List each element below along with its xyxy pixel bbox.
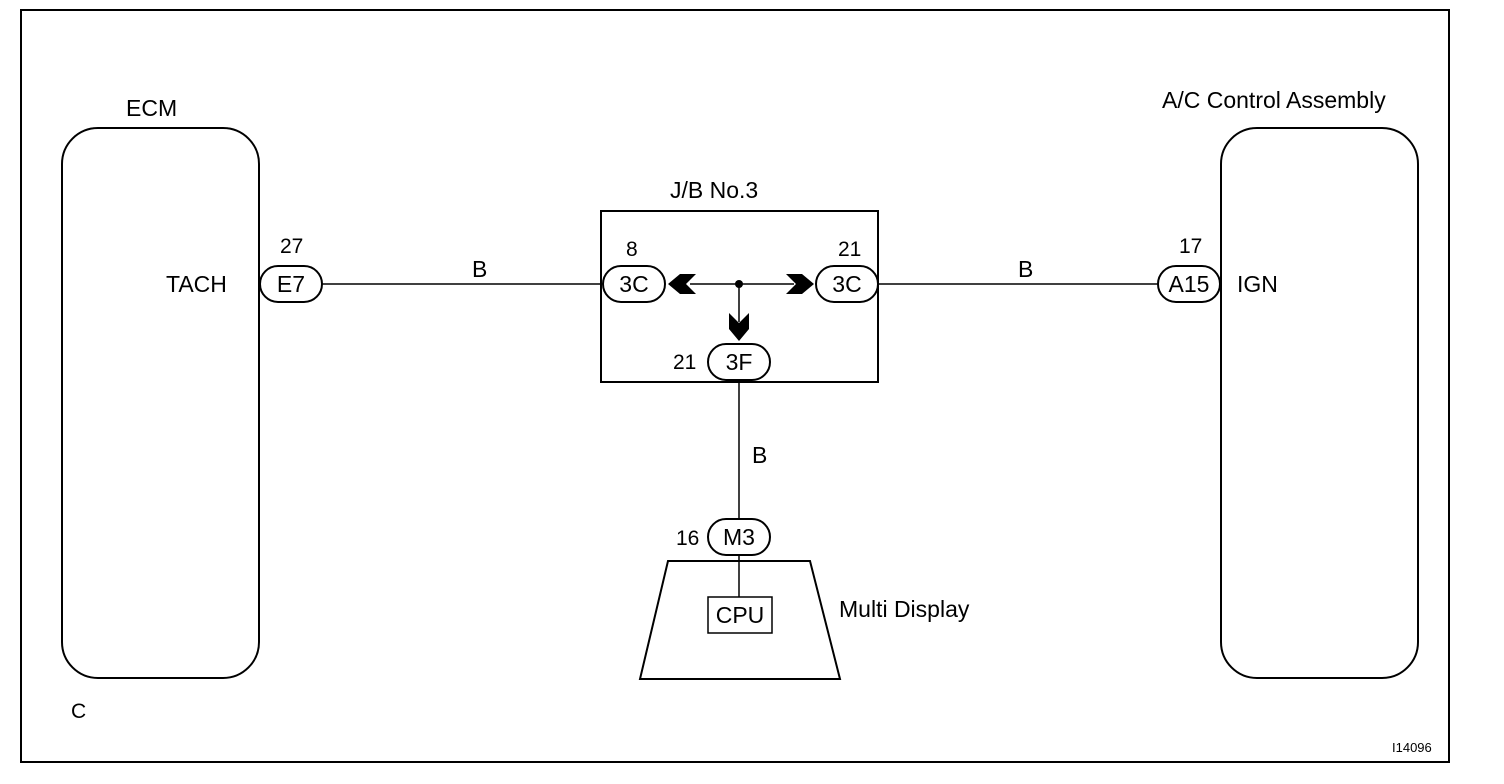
cpu-label: CPU [716,602,765,628]
cpu-box [707,596,773,634]
multi-display-body [638,560,842,680]
corner-letter: C [71,700,86,723]
jb-right-pin: 21 [838,238,861,261]
jb-bottom-pin: 21 [673,351,696,374]
multi-display-title: Multi Display [839,596,970,622]
figure-id: I14096 [1392,740,1432,755]
ecm-title: ECM [126,95,177,121]
ac-pin-number: 17 [1179,235,1202,258]
ecm-pin-number: 27 [280,235,303,258]
wire-color-ecm-jb: B [472,256,487,282]
connector-a15 [1157,265,1221,303]
ecm-box [61,127,260,679]
wire-color-jb-display: B [752,442,767,468]
connector-3f-label: 3F [726,349,753,375]
jb-splice-point [735,280,743,288]
connector-3c-left-label: 3C [619,271,648,297]
connector-e7-label: E7 [277,271,305,297]
ecm-terminal-tach: TACH [166,271,227,297]
jb-arrow-down-icon [729,313,749,341]
wire-color-jb-ac: B [1018,256,1033,282]
jb-title: J/B No.3 [670,177,758,203]
jb-arrow-left-icon [668,274,696,294]
ac-control-title: A/C Control Assembly [1162,87,1386,113]
connector-3c-right-label: 3C [832,271,861,297]
connector-m3-label: M3 [723,524,755,550]
jb-arrow-right-icon [786,274,814,294]
ac-terminal-ign: IGN [1237,271,1278,297]
ac-control-box [1220,127,1419,679]
display-pin-number: 16 [676,527,699,550]
connector-a15-label: A15 [1169,271,1210,297]
diagram-frame [20,9,1450,763]
connector-3c-left [602,265,666,303]
jb-left-pin: 8 [626,238,638,261]
